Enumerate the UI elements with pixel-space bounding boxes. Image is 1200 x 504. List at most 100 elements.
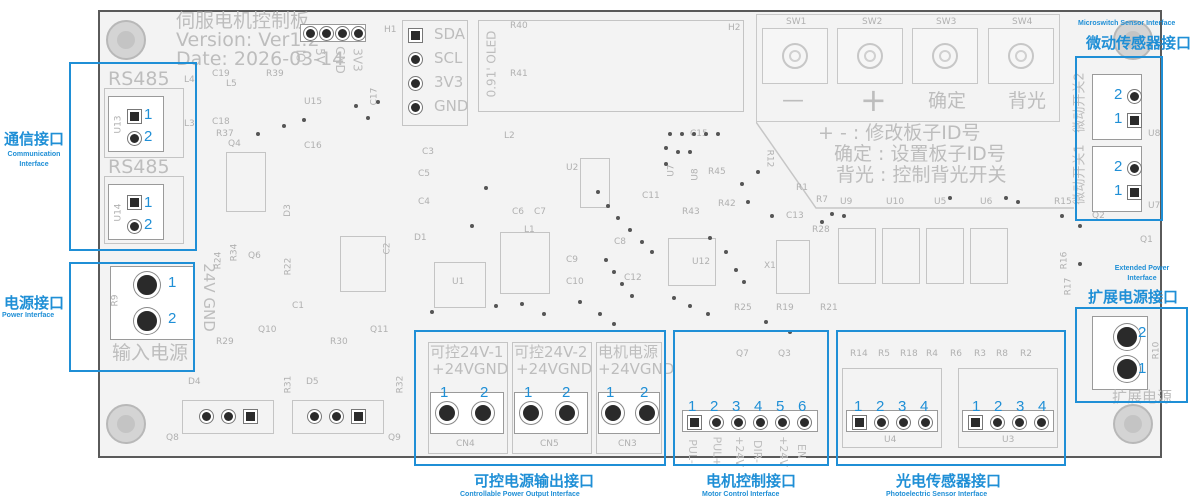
button-confirm[interactable] bbox=[912, 28, 978, 84]
u3-num-1: 1 bbox=[972, 398, 981, 415]
ref-c19: C19 bbox=[212, 69, 230, 79]
ref-c4: C4 bbox=[418, 197, 431, 207]
ref-r37: R37 bbox=[216, 129, 234, 139]
ref-r41: R41 bbox=[510, 69, 528, 79]
label-microswitch-en: Microswitch Sensor Interface bbox=[1078, 20, 1176, 27]
component-c1 bbox=[340, 236, 386, 292]
via bbox=[604, 258, 608, 262]
cn2-num-2: 2 bbox=[1138, 324, 1147, 341]
ref-c12: C12 bbox=[624, 273, 642, 283]
label-output-cn: 可控电源输出接口 bbox=[474, 473, 595, 490]
button-knob bbox=[932, 43, 958, 69]
ref-u3: U3 bbox=[1002, 435, 1015, 445]
rs485-label-bottom: RS485 bbox=[108, 156, 170, 178]
callout-box-power bbox=[69, 262, 195, 372]
via bbox=[1004, 196, 1008, 200]
via bbox=[676, 150, 680, 154]
via bbox=[354, 104, 358, 108]
sw1-symbol: — bbox=[782, 88, 804, 113]
h1-pin-3v3: 3V3 bbox=[350, 48, 365, 72]
ref-l1: L1 bbox=[524, 225, 535, 235]
label-motor-en: Motor Control Interface bbox=[702, 491, 780, 498]
u4-num-4: 4 bbox=[920, 398, 929, 415]
ref-led1: R12 bbox=[764, 149, 775, 168]
ref-r3: R3 bbox=[974, 349, 986, 359]
via bbox=[612, 322, 616, 326]
component-u6 bbox=[970, 228, 1008, 284]
u4-pin-3 bbox=[897, 416, 910, 429]
sw4-ref: SW4 bbox=[1012, 17, 1033, 27]
button-help-outline bbox=[756, 121, 1074, 209]
u14-pin-1 bbox=[128, 196, 141, 209]
motor-pin-2 bbox=[710, 416, 723, 429]
via bbox=[948, 196, 952, 200]
oled-pin bbox=[409, 77, 422, 90]
ref-c11: C11 bbox=[642, 191, 660, 201]
via bbox=[664, 162, 668, 166]
motor-num-6: 6 bbox=[798, 398, 807, 415]
via bbox=[1078, 262, 1082, 266]
via bbox=[716, 132, 720, 136]
u8-pin-2 bbox=[1128, 90, 1141, 103]
sensor-connector-u3 bbox=[962, 410, 1054, 432]
h1-pin bbox=[336, 27, 349, 40]
callout-box-motor bbox=[673, 330, 829, 466]
ref-r15: R15 bbox=[1054, 197, 1072, 207]
via bbox=[596, 190, 600, 194]
via bbox=[708, 236, 712, 240]
sensor-connector-u4 bbox=[846, 410, 938, 432]
ref-r14: R14 bbox=[850, 349, 868, 359]
oled-pin bbox=[409, 29, 422, 42]
u8-num-2: 2 bbox=[1114, 86, 1123, 103]
oled-pin-scl: SCL bbox=[434, 49, 463, 67]
ref-q1: Q1 bbox=[1140, 235, 1153, 245]
cn3-num-1: 1 bbox=[606, 384, 615, 401]
via bbox=[640, 240, 644, 244]
u4-num-2: 2 bbox=[876, 398, 885, 415]
motor-num-4: 4 bbox=[754, 398, 763, 415]
motor-pin-5 bbox=[776, 416, 789, 429]
label-motor-cn: 电机控制接口 bbox=[706, 473, 797, 490]
cn5-pin-1 bbox=[520, 402, 542, 424]
via bbox=[756, 170, 760, 174]
via bbox=[706, 312, 710, 316]
ref-x1: X1 bbox=[764, 261, 776, 271]
button-help-line-3: 背光 : 控制背光开关 bbox=[836, 164, 1007, 186]
cn1-pin-1 bbox=[134, 272, 160, 298]
ref-u12: U12 bbox=[692, 257, 711, 267]
microswitch-connector-u8 bbox=[1092, 74, 1142, 140]
button-backlight[interactable] bbox=[988, 28, 1054, 84]
cn4-num-1: 1 bbox=[440, 384, 449, 401]
q8-pin bbox=[200, 410, 213, 423]
ref-r28: R28 bbox=[812, 225, 830, 235]
via bbox=[616, 216, 620, 220]
via bbox=[740, 182, 744, 186]
cn5-pin-2 bbox=[556, 402, 578, 424]
component-u1 bbox=[434, 262, 486, 308]
ref-c1: C1 bbox=[292, 301, 305, 311]
button-minus[interactable] bbox=[762, 28, 828, 84]
label-ext-power-cn: 扩展电源接口 bbox=[1088, 289, 1179, 306]
u3-pin-2 bbox=[991, 416, 1004, 429]
label-sensor-cn: 光电传感器接口 bbox=[896, 473, 1002, 490]
ext-power-silk: 扩展电源 bbox=[1112, 388, 1173, 406]
h1-pin bbox=[352, 27, 365, 40]
callout-box-sensor bbox=[836, 330, 1066, 466]
component-u10 bbox=[882, 228, 920, 284]
sensor-header-u4-outline bbox=[842, 368, 942, 448]
via bbox=[688, 150, 692, 154]
via bbox=[672, 296, 676, 300]
callout-box-communication bbox=[69, 62, 197, 251]
via bbox=[470, 224, 474, 228]
button-plus[interactable] bbox=[837, 28, 903, 84]
component-u5 bbox=[926, 228, 964, 284]
ref-q6: Q6 bbox=[248, 251, 261, 261]
ref-r19: R19 bbox=[776, 303, 794, 313]
via bbox=[302, 118, 306, 122]
via bbox=[764, 320, 768, 324]
output-cn3-pins: +24VGND bbox=[598, 360, 675, 378]
oled-pin bbox=[409, 53, 422, 66]
ref-r6: R6 bbox=[950, 349, 962, 359]
h1-pin-gnd: GND bbox=[332, 46, 347, 74]
cn3-pin-2 bbox=[636, 402, 658, 424]
